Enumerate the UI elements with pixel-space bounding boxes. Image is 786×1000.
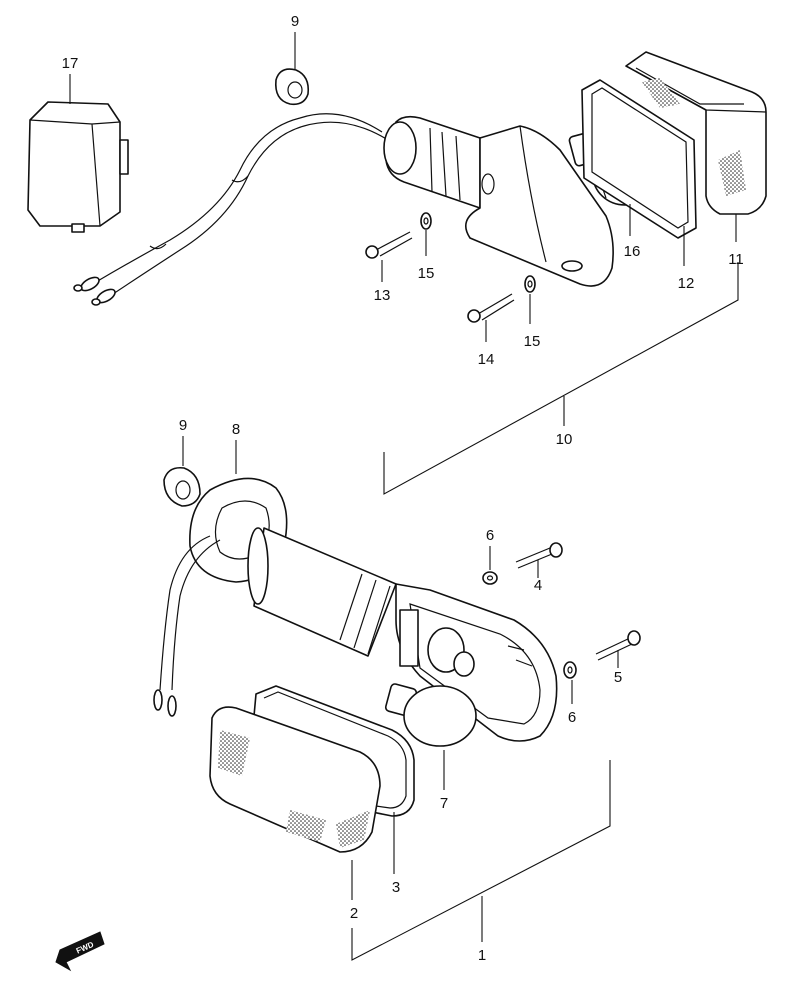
leader-lines-upper [69, 32, 737, 426]
grommet-lower [163, 466, 201, 507]
callout-2: 2 [350, 905, 358, 922]
gasket-upper [581, 79, 697, 239]
assembly-bracket-10 [383, 262, 739, 495]
washer-15b [524, 275, 536, 293]
screw-13 [365, 231, 413, 259]
bulb-lower [384, 683, 477, 747]
turn-signal-body-upper [383, 115, 614, 287]
callout-9-upper: 9 [291, 13, 299, 30]
callout-17: 17 [62, 55, 79, 72]
callout-10: 10 [556, 431, 573, 448]
callout-13: 13 [374, 287, 391, 304]
screw-5 [595, 630, 641, 661]
callout-5: 5 [614, 669, 622, 686]
callout-labels: 9 17 13 15 14 15 16 12 11 10 9 8 6 4 5 6… [62, 13, 744, 964]
callout-7: 7 [440, 795, 448, 812]
wire-harness-lower [153, 535, 221, 717]
assembly-bracket-1 [351, 760, 611, 961]
lens-lower [209, 706, 381, 853]
callout-11: 11 [728, 251, 744, 268]
callout-3: 3 [392, 879, 400, 896]
lens-upper [625, 51, 767, 215]
relay-unit [27, 101, 129, 233]
screw-14 [467, 293, 515, 323]
callout-15-b: 15 [524, 333, 541, 350]
leader-lines-lower [182, 436, 619, 942]
callout-4: 4 [534, 577, 542, 594]
callout-1: 1 [478, 947, 486, 964]
wire-harness-upper [73, 113, 389, 306]
washer-6a [482, 571, 498, 585]
forward-direction-icon: FWD [55, 931, 105, 972]
turn-signal-body-lower [247, 527, 558, 742]
callout-16: 16 [624, 243, 641, 260]
callout-8: 8 [232, 421, 240, 438]
callout-15-a: 15 [418, 265, 435, 282]
callout-9-lower: 9 [179, 417, 187, 434]
washer-6b [563, 661, 577, 679]
screw-4 [515, 542, 563, 569]
callout-12: 12 [678, 275, 695, 292]
callout-6-a: 6 [486, 527, 494, 544]
callout-6-b: 6 [568, 709, 576, 726]
callout-14: 14 [478, 351, 495, 368]
grommet-upper [274, 68, 310, 106]
washer-15a [420, 212, 432, 230]
